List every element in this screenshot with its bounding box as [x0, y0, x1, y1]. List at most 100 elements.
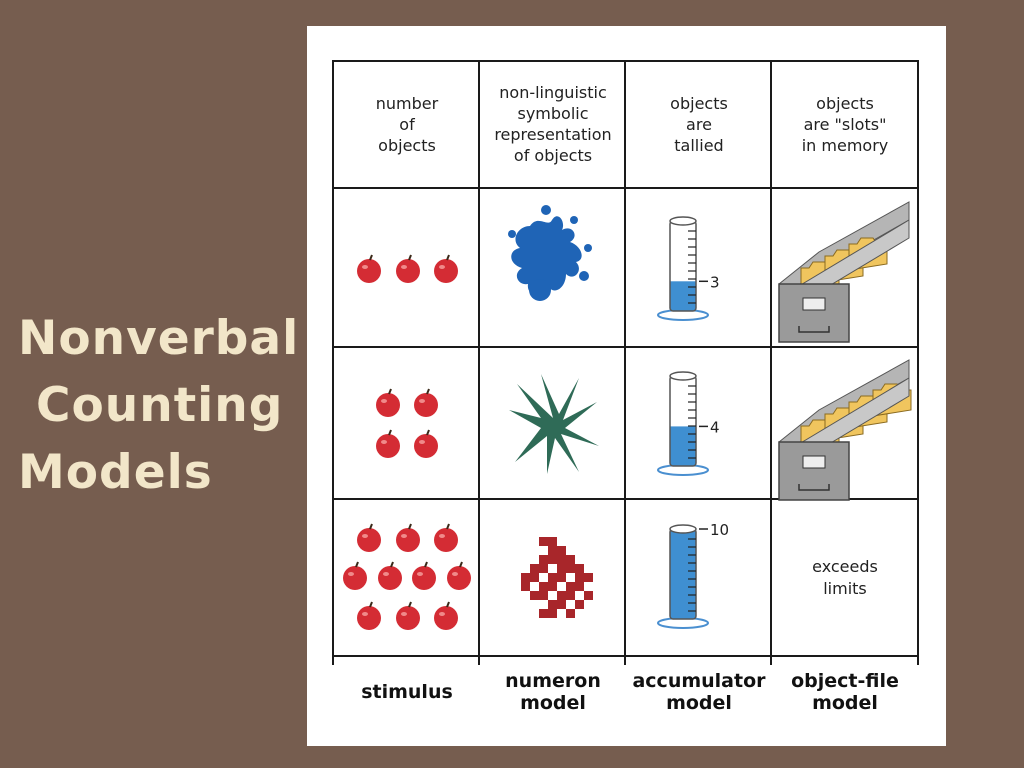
numeron-pixel [521, 573, 530, 582]
numeron-blob-blue-dot [541, 205, 551, 215]
numeron-pixel [548, 609, 557, 618]
footer-accumulator-text: accumulator model [632, 670, 766, 714]
numeron-pixel [557, 555, 566, 564]
numeron-pixel [557, 573, 566, 582]
numeron-pixel [575, 573, 584, 582]
numeron-blob-blue-dot [579, 271, 589, 281]
numeron-pixel [557, 546, 566, 555]
cells-illustrations: 3 4 10 [343, 201, 912, 630]
grid-line [332, 60, 334, 665]
header-numeron: non-linguistic symbolic representation o… [480, 60, 626, 188]
apple-body [396, 528, 420, 552]
numeron-pixels-red [521, 537, 593, 618]
file-cabinet-icon [778, 359, 912, 501]
apple-highlight [362, 534, 368, 538]
cabinet-front [778, 441, 850, 501]
apple-stem [408, 254, 412, 261]
numeron-pixel [548, 600, 557, 609]
cylinder-value-label: 4 [710, 418, 720, 436]
numeron-pixel [566, 555, 575, 564]
numeron-pixel [557, 600, 566, 609]
cylinder-rim [669, 524, 697, 534]
apple-stem [369, 523, 373, 530]
slide-title: Nonverbal Counting Models [18, 305, 308, 506]
apple-body [396, 259, 420, 283]
numeron-star-green-shape [509, 374, 599, 474]
cylinder-value-label: 10 [710, 521, 729, 539]
accumulator-cylinder: 4 [657, 371, 720, 476]
apple-stem [355, 561, 359, 568]
numeron-pixel [584, 573, 593, 582]
footer-object-file: object-file model [772, 662, 918, 722]
stimulus-apples [343, 254, 471, 630]
header-object-file: objects are "slots" in memory [772, 60, 918, 188]
apple-icon [412, 561, 436, 590]
apple-body [357, 528, 381, 552]
grid-line [917, 60, 919, 665]
models-table [332, 60, 919, 690]
cabinet-label-holder [802, 297, 826, 311]
numeron-pixel [530, 573, 539, 582]
numeron-pixel [548, 573, 557, 582]
accumulator-cylinder: 3 [657, 216, 720, 321]
footer-accumulator: accumulator model [626, 662, 772, 722]
apple-stem [446, 523, 450, 530]
numeron-pixel [530, 564, 539, 573]
numeron-pixel [539, 555, 548, 564]
apple-stem [369, 601, 373, 608]
numeron-pixel [548, 546, 557, 555]
apple-highlight [419, 440, 425, 444]
apple-stem [424, 561, 428, 568]
apple-icon [434, 523, 458, 552]
apple-icon [357, 523, 381, 552]
numeron-pixel [539, 609, 548, 618]
apple-icon [343, 561, 367, 590]
cylinder-rim [669, 216, 697, 226]
numeron-pixel [584, 591, 593, 600]
footer-numeron: numeron model [480, 662, 626, 722]
numeron-pixel [566, 582, 575, 591]
object-file-cabinets [778, 201, 912, 501]
grid-line [770, 60, 772, 665]
numeron-blob-blue-dot [508, 230, 516, 238]
apple-highlight [401, 534, 407, 538]
apple-body [396, 606, 420, 630]
footer-stimulus-text: stimulus [361, 681, 453, 703]
apple-icon [376, 388, 400, 417]
cabinet-front [778, 283, 850, 343]
apple-stem [408, 523, 412, 530]
apple-body [434, 606, 458, 630]
numeron-pixel [566, 564, 575, 573]
apple-highlight [383, 572, 389, 576]
numeron-pixel [548, 537, 557, 546]
apple-stem [388, 429, 392, 436]
slide-title-line-2: Counting [36, 378, 284, 433]
apple-icon [414, 388, 438, 417]
apple-body [378, 566, 402, 590]
apple-highlight [439, 265, 445, 269]
numeron-pixel [575, 600, 584, 609]
apple-highlight [348, 572, 354, 576]
apple-body [376, 393, 400, 417]
apple-highlight [362, 612, 368, 616]
apple-icon [376, 429, 400, 458]
slide-title-line-3: Models [18, 445, 213, 500]
apple-highlight [439, 534, 445, 538]
numeron-pixel [539, 591, 548, 600]
numeron-pixel [575, 564, 584, 573]
numeron-pixel [557, 564, 566, 573]
apple-highlight [362, 265, 368, 269]
grid-line [624, 60, 626, 665]
numeron-star-green [509, 374, 599, 474]
apple-highlight [381, 399, 387, 403]
apple-body [343, 566, 367, 590]
numeron-blob-blue [508, 205, 592, 301]
header-stimulus: number of objects [334, 60, 480, 188]
numeron-pixel [521, 582, 530, 591]
exceeds-limits-text: exceeds limits [812, 556, 878, 598]
apple-body [412, 566, 436, 590]
cylinder-rim [669, 371, 697, 381]
apple-icon [414, 429, 438, 458]
numeron-pixel [539, 537, 548, 546]
apple-highlight [452, 572, 458, 576]
